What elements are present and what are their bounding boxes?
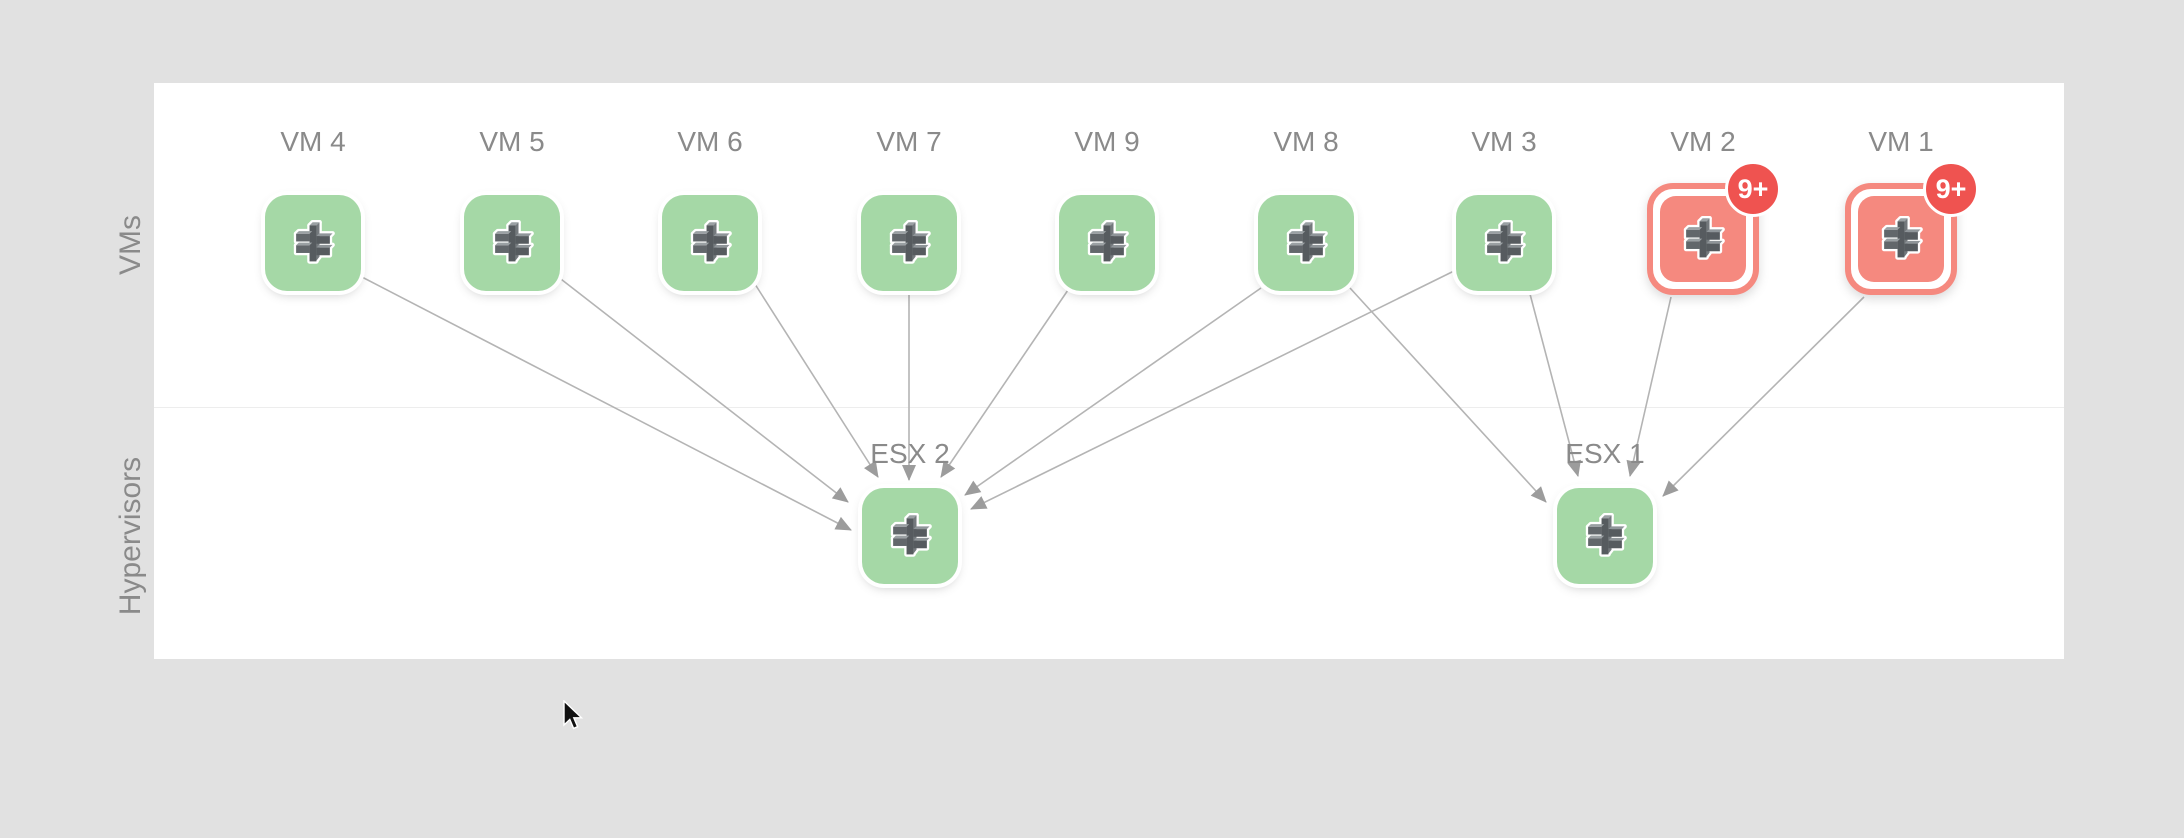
vm-icon: [1680, 216, 1726, 262]
edge-layer: [359, 269, 1865, 531]
hypervisor-icon: [887, 513, 933, 559]
vm-node-vm1[interactable]: 9+: [1845, 161, 1979, 295]
edge-vm5-to-esx2: [556, 275, 849, 503]
row-label-vms: VMs: [114, 215, 147, 275]
row-divider: [154, 407, 2064, 408]
node-label-vm7: VM 7: [876, 126, 942, 157]
vm-node-vm8[interactable]: [1258, 195, 1354, 291]
node-label-vm5: VM 5: [479, 126, 545, 157]
vm-node-vm6[interactable]: [662, 195, 758, 291]
edge-vm4-to-esx2: [359, 275, 852, 531]
node-label-esx1: ESX 1: [1565, 438, 1645, 469]
node-label-vm8: VM 8: [1273, 126, 1339, 157]
vm-node-vm3[interactable]: [1456, 195, 1552, 291]
edge-vm3-to-esx2: [970, 269, 1457, 510]
alert-count-badge-vm1: 9+: [1923, 161, 1979, 217]
vm-icon: [1084, 220, 1130, 266]
vm-node-vm2[interactable]: 9+: [1647, 161, 1781, 295]
node-label-vm2: VM 2: [1670, 126, 1736, 157]
vm-icon: [290, 220, 336, 266]
vm-node-vm5[interactable]: [464, 195, 560, 291]
vm-icon: [886, 220, 932, 266]
vm-icon: [1283, 220, 1329, 266]
node-label-esx2: ESX 2: [870, 438, 950, 469]
node-label-vm9: VM 9: [1074, 126, 1140, 157]
hypervisor-node-esx1[interactable]: [1557, 488, 1653, 584]
node-body-vm1: [1858, 196, 1944, 282]
alert-count-badge-vm2: 9+: [1725, 161, 1781, 217]
vm-icon: [489, 220, 535, 266]
node-label-vm4: VM 4: [280, 126, 346, 157]
node-label-vm6: VM 6: [677, 126, 743, 157]
node-label-vm3: VM 3: [1471, 126, 1537, 157]
vm-icon: [1481, 220, 1527, 266]
vm-icon: [687, 220, 733, 266]
node-body-vm2: [1660, 196, 1746, 282]
hypervisor-node-esx2[interactable]: [862, 488, 958, 584]
vm-icon: [1878, 216, 1924, 262]
vm-node-vm7[interactable]: [861, 195, 957, 291]
edge-vm8-to-esx2: [964, 287, 1262, 496]
vm-node-vm4[interactable]: [265, 195, 361, 291]
hypervisor-icon: [1582, 513, 1628, 559]
topology-panel: VM 4 VM 5 VM 6 VM 7 VM 9 VM 8 VM 3 VM 2 9+ VM 1 9+…: [154, 83, 2064, 659]
node-label-vm1: VM 1: [1868, 126, 1934, 157]
row-label-hypervisors: Hypervisors: [114, 456, 147, 616]
mouse-cursor: [563, 700, 584, 730]
vm-node-vm9[interactable]: [1059, 195, 1155, 291]
